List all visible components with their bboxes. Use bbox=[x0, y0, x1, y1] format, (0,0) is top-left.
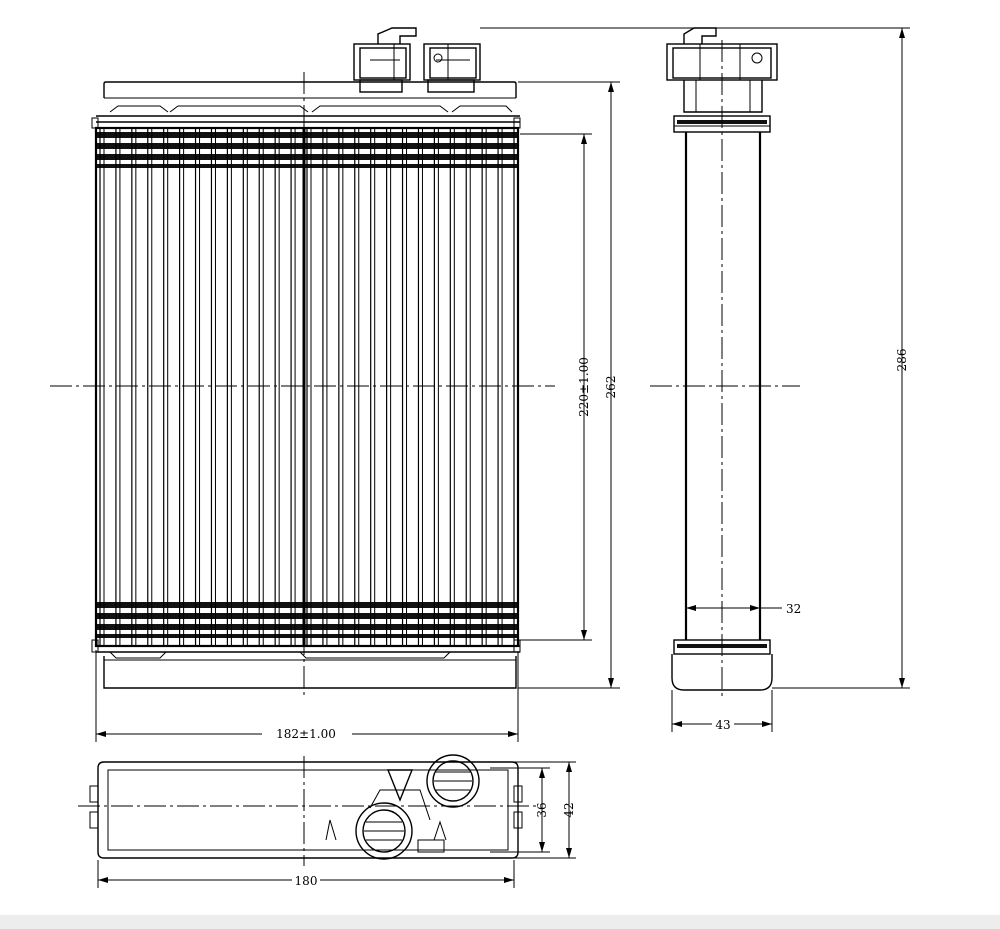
bottom-dimensions: 36 42 180 bbox=[97, 761, 576, 888]
dim-bottom-depth-inner: 36 bbox=[535, 802, 549, 817]
dim-bottom-length: 180 bbox=[295, 874, 318, 888]
front-fittings bbox=[353, 27, 481, 93]
front-dimensions: 220±1.00 262 182±1.00 bbox=[95, 81, 620, 742]
dim-height-total: 286 bbox=[895, 349, 909, 372]
dim-side-width: 43 bbox=[715, 718, 730, 732]
side-dimensions: 286 32 43 bbox=[480, 27, 910, 732]
dim-bottom-depth-outer: 42 bbox=[562, 802, 576, 817]
bottom-strip bbox=[0, 915, 1000, 929]
front-view bbox=[50, 27, 555, 696]
bottom-view bbox=[78, 754, 540, 866]
dim-height-body: 262 bbox=[604, 376, 618, 399]
core-tubes bbox=[99, 128, 519, 646]
dim-height-core: 220±1.00 bbox=[577, 357, 591, 417]
side-view bbox=[650, 27, 800, 700]
dim-width-core: 182±1.00 bbox=[276, 727, 336, 741]
dim-tank-width: 32 bbox=[786, 602, 801, 616]
